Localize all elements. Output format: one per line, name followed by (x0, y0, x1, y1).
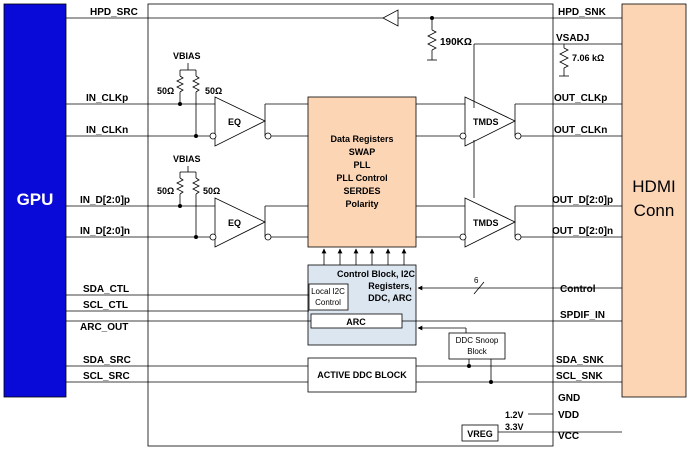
vreg-block (461, 424, 499, 442)
data-registers-line6: Polarity (345, 199, 378, 209)
tmds-data-label: TMDS (473, 218, 499, 228)
pin-gnd: GND (558, 393, 580, 404)
data-registers-line5: SERDES (343, 186, 380, 196)
pin-arc-out: ARC_OUT (80, 322, 128, 333)
pin-sda-ctl: SDA_CTL (83, 284, 129, 295)
eq-data-label: EQ (228, 218, 241, 228)
data-registers-line2: SWAP (349, 147, 376, 157)
pin-out-dn: OUT_D[2:0]n (552, 226, 613, 237)
data-termination-resistor-n-icon (192, 177, 200, 195)
pin-in-dn: IN_D[2:0]n (80, 226, 130, 237)
hpd-buffer-icon (382, 9, 399, 27)
pin-in-dp: IN_D[2:0]p (80, 195, 130, 206)
data-r50-right-label: 50Ω (203, 186, 220, 196)
arc-label: ARC (346, 317, 366, 327)
vreg-label: VREG (467, 429, 493, 439)
data-registers-line4: PLL Control (336, 173, 387, 183)
vbias-data-label: VBIAS (173, 154, 201, 164)
tmds-clk-label: TMDS (473, 117, 499, 127)
pin-scl-src: SCL_SRC (83, 371, 130, 382)
control-bus-width: 6 (474, 276, 479, 285)
pin-vsadj: VSADJ (556, 33, 589, 44)
hpd-pulldown-resistor-icon (427, 29, 437, 51)
clk-r50-right-label: 50Ω (205, 86, 222, 96)
vsadj-resistor-value: 7.06 kΩ (572, 53, 604, 63)
pin-out-dp: OUT_D[2:0]p (552, 195, 613, 206)
local-i2c-line2: Control (315, 298, 341, 307)
clk-termination-resistor-n-icon (192, 75, 200, 93)
data-registers-line3: PLL (354, 160, 372, 170)
redriver-chip-outline (147, 3, 554, 447)
hdmi-connector-block (621, 3, 687, 398)
control-block-line3: DDC, ARC (368, 293, 412, 303)
pin-sda-src: SDA_SRC (83, 355, 131, 366)
pin-spdif-in: SPDIF_IN (560, 310, 605, 321)
hdmi-label-line1: HDMI (632, 177, 675, 196)
data-registers-block (307, 96, 417, 248)
pin-scl-ctl: SCL_CTL (83, 300, 128, 311)
pin-in-clkn: IN_CLKn (86, 125, 128, 136)
active-ddc-block (307, 357, 417, 393)
pin-hpd-snk: HPD_SNK (558, 7, 607, 18)
pin-vcc: VCC (558, 431, 579, 442)
gpu-label: GPU (17, 190, 54, 209)
local-i2c-line1: Local I2C (311, 287, 345, 296)
pin-scl-snk: SCL_SNK (556, 371, 603, 382)
active-ddc-label: ACTIVE DDC BLOCK (317, 370, 407, 380)
control-block-line1: Control Block, I2C (337, 269, 416, 279)
vsadj-resistor-icon (559, 47, 569, 69)
pin-hpd-src: HPD_SRC (90, 7, 138, 18)
local-i2c-control-block (308, 283, 349, 311)
control-block-line2: Registers, (368, 281, 412, 291)
ddc-snoop-block (448, 332, 506, 360)
tmds-data-driver (464, 197, 516, 248)
pin-vdd: VDD (558, 410, 579, 421)
pin-in-clkp: IN_CLKp (86, 93, 128, 104)
ddc-snoop-line2: Block (467, 347, 488, 356)
pin-out-clkp: OUT_CLKp (554, 93, 607, 104)
pin-control: Control (560, 284, 596, 295)
data-r50-left-label: 50Ω (157, 186, 174, 196)
voltage-1v2: 1.2V (505, 410, 524, 420)
hdmi-label-line2: Conn (634, 201, 675, 220)
gpu-block (3, 3, 67, 398)
voltage-3v3: 3.3V (505, 422, 524, 432)
clk-r50-left-label: 50Ω (157, 86, 174, 96)
tmds-clk-driver (464, 96, 516, 147)
eq-clk-amplifier (214, 96, 266, 147)
ddc-snoop-line1: DDC Snoop (456, 336, 499, 345)
pin-sda-snk: SDA_SNK (556, 355, 605, 366)
data-termination-resistor-p-icon (176, 177, 184, 195)
clk-termination-resistor-p-icon (176, 75, 184, 93)
vbias-clk-label: VBIAS (173, 51, 201, 61)
data-registers-line1: Data Registers (330, 134, 393, 144)
pin-out-clkn: OUT_CLKn (554, 125, 607, 136)
eq-clk-label: EQ (228, 117, 241, 127)
eq-data-amplifier (214, 197, 266, 248)
hpd-pulldown-value: 190KΩ (440, 37, 472, 48)
